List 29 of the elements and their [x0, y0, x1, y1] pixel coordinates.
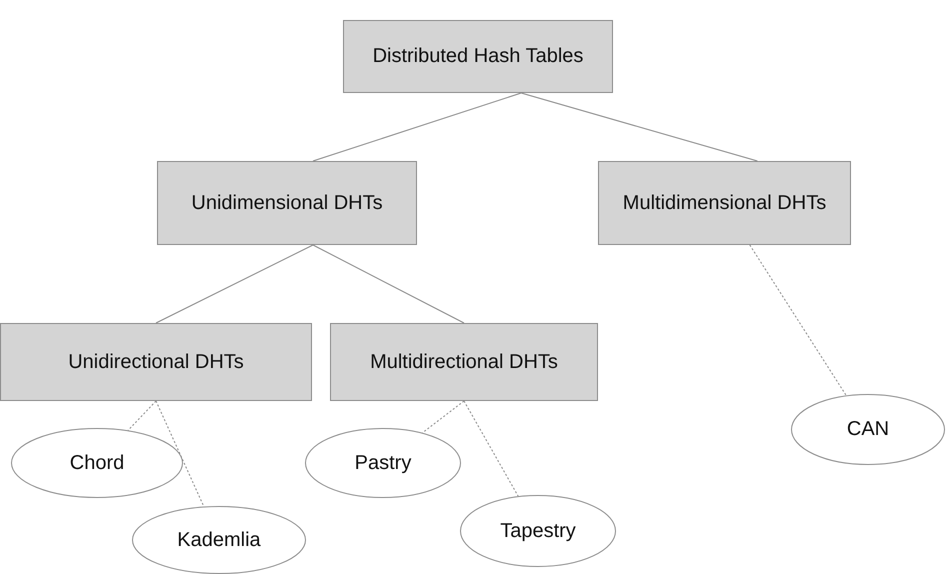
category-box: [343, 20, 613, 93]
protocol-ellipse: [11, 428, 183, 498]
connector-line: [312, 92, 522, 162]
connector-line: [156, 400, 204, 508]
protocol-ellipse: [132, 506, 306, 574]
node-label: Multidirectional DHTs: [370, 350, 558, 374]
node-label: Chord: [70, 452, 124, 474]
connector-line: [464, 400, 519, 497]
connector-line: [749, 244, 847, 396]
node-label: CAN: [846, 418, 890, 441]
node-label: Unidirectional DHTs: [68, 350, 244, 374]
connector-line: [156, 244, 314, 324]
node-label: Kademlia: [177, 528, 261, 552]
node-label: Unidimensional DHTs: [191, 192, 383, 214]
connector-line: [128, 400, 156, 431]
category-box: [598, 161, 851, 245]
node-label: Multidimensional DHTs: [622, 192, 826, 214]
node-label: Distributed Hash Tables: [372, 45, 584, 68]
node-label: Tapestry: [500, 520, 576, 542]
protocol-ellipse: [305, 428, 461, 498]
category-box: [157, 161, 417, 245]
protocol-ellipse: [791, 394, 945, 465]
connector-line: [312, 244, 464, 324]
protocol-ellipse: [460, 495, 616, 567]
category-box: [330, 323, 598, 401]
connector-line: [422, 400, 464, 434]
node-label: Pastry: [354, 452, 412, 474]
connector-line: [520, 92, 758, 162]
category-box: [0, 323, 312, 401]
